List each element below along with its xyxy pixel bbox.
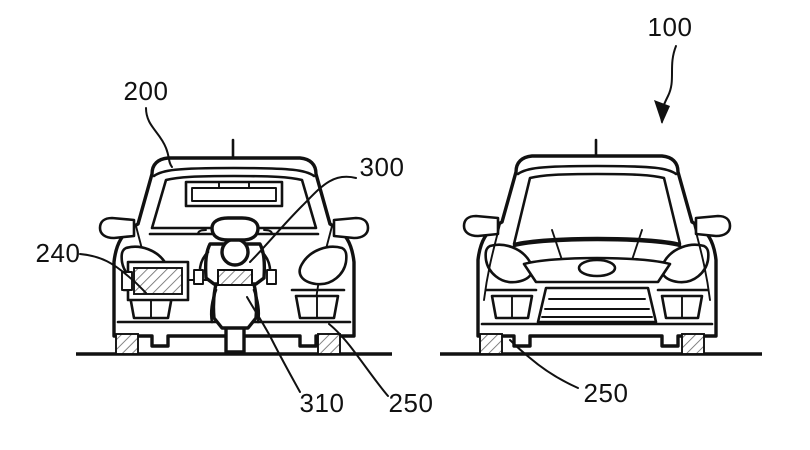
fender-crease-right: [693, 223, 711, 301]
ref-300-label: 300: [360, 152, 405, 182]
ref-200-leader: [145, 107, 173, 168]
ref-250-left-label: 250: [389, 388, 434, 418]
rider-leg-left: [209, 288, 218, 324]
high-mount-brake-light-lens: [191, 187, 277, 202]
tire-contact-patch-left: [115, 333, 139, 355]
ref-300-leader: [249, 175, 357, 263]
ref-300: 300: [249, 152, 405, 263]
front-mirror-right: [694, 214, 732, 238]
tail-light-upper-right: [298, 245, 348, 286]
ref-250-right-label: 250: [584, 378, 629, 408]
cowl-line: [512, 238, 682, 248]
headlight-left: [484, 243, 534, 284]
motorcycle-headlight-hatched: [217, 269, 253, 286]
ref-100-arrowhead: [654, 100, 670, 124]
front-tire-contact-patch-left: [479, 333, 503, 355]
rider-head: [220, 237, 250, 267]
side-mirror-left: [98, 216, 136, 240]
hood-crease-right: [631, 229, 643, 261]
rear-sensor-unit-240: [121, 260, 213, 302]
windshield: [512, 172, 682, 246]
front-tire-contact-patch-right: [681, 333, 705, 355]
ref-250-right: 250: [509, 339, 629, 408]
headlight-right: [660, 243, 710, 284]
side-mirror-right: [332, 216, 370, 240]
lower-grille: [536, 286, 658, 324]
helmet-strap-left: [197, 229, 207, 235]
helmet: [210, 216, 260, 242]
ref-100: 100: [648, 12, 693, 124]
helmet-strap-right: [263, 229, 273, 235]
hood-crease-left: [551, 229, 563, 261]
handlebar-end-left: [193, 269, 204, 285]
sensor-mount-tab: [121, 271, 133, 291]
vehicle-emblem: [577, 258, 617, 278]
motorcycle-headlight-frame: [217, 269, 253, 286]
ref-310-label: 310: [300, 388, 345, 418]
ref-310-leader: [246, 296, 301, 393]
ref-240-label: 240: [36, 238, 81, 268]
fender-crease-left: [483, 223, 501, 301]
handlebar-end-right: [266, 269, 277, 285]
ref-100-label: 100: [648, 12, 693, 42]
reference-numerals-layer: 100 200 300 240 310 250 25: [36, 12, 693, 418]
ref-200: 200: [124, 76, 173, 168]
motorcycle-group: [193, 216, 277, 354]
roof-edge-left: [152, 166, 316, 178]
front-mirror-left: [462, 214, 500, 238]
ref-240: 240: [36, 238, 147, 294]
tire-contact-patch-right: [317, 333, 341, 355]
ref-250-left-leader: [328, 323, 389, 397]
rider-leg-right: [252, 288, 261, 324]
sensor-hatched-body: [133, 267, 183, 295]
ref-250-left: 250: [328, 323, 434, 418]
ref-200-label: 200: [124, 76, 169, 106]
right-vehicle-front-view: [440, 138, 762, 356]
ref-240-leader: [79, 253, 147, 294]
ref-310: 310: [246, 296, 345, 418]
roof-edge-right: [516, 164, 678, 176]
ref-250-right-leader: [509, 339, 579, 389]
